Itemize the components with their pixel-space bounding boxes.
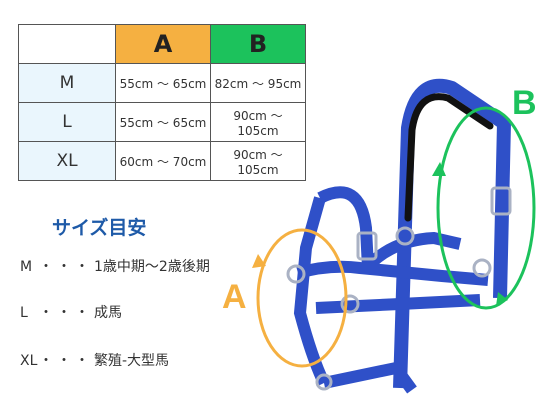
label-b: B — [512, 84, 537, 122]
size-table: A B M 55cm 〜 65cm 82cm 〜 95cm L 55cm 〜 6… — [18, 24, 306, 181]
size-label-xl: XL — [18, 141, 116, 181]
halter-side-strap — [293, 196, 330, 386]
column-header-a: A — [115, 24, 211, 64]
size-label-l: L — [18, 102, 116, 142]
halter-nose-band — [296, 260, 489, 286]
halter-chin-strap — [322, 361, 417, 394]
buckle — [490, 186, 512, 216]
buckle — [356, 231, 378, 261]
guide-size-label: XL — [20, 353, 38, 369]
guide-description: 繁殖-大型馬 — [94, 353, 170, 369]
halter-throat-strap — [361, 231, 462, 273]
size-label-m: M — [18, 63, 116, 103]
crown-padding — [404, 93, 494, 222]
measure-loop-b — [436, 106, 536, 310]
guide-size-label: M — [20, 259, 33, 275]
halter-diagram: A B — [222, 78, 537, 394]
measure-loop-a — [256, 228, 348, 368]
guide-item-m: M ・・・1歳中期〜2歳後期 — [20, 256, 210, 276]
table-row: M 55cm 〜 65cm 82cm 〜 95cm — [18, 63, 306, 103]
guide-size-label: L — [20, 305, 28, 321]
guide-description: 1歳中期〜2歳後期 — [94, 259, 210, 275]
arrow-a-icon — [252, 254, 266, 268]
guide-item-l: L ・・・成馬 — [20, 302, 122, 322]
guide-description: 成馬 — [94, 305, 122, 321]
guide-dots: ・・・ — [39, 353, 93, 369]
table-row: XL 60cm 〜 70cm 90cm 〜 105cm — [18, 141, 306, 181]
size-l-b-range: 90cm 〜 105cm — [210, 102, 306, 142]
size-m-a-range: 55cm 〜 65cm — [115, 63, 211, 103]
guide-dots: ・・・ — [39, 305, 93, 321]
arrow-b-icon — [432, 162, 446, 176]
column-header-b: B — [210, 24, 306, 64]
halter-crown-strap — [393, 78, 511, 389]
arrow-b-icon — [496, 292, 508, 306]
size-guide-title: サイズ目安 — [52, 217, 147, 239]
table-corner-cell — [18, 24, 116, 64]
size-xl-a-range: 60cm 〜 70cm — [115, 141, 211, 181]
table-header-row: A B — [18, 24, 306, 64]
ring — [315, 373, 333, 391]
ring — [472, 258, 492, 278]
size-m-b-range: 82cm 〜 95cm — [210, 63, 306, 103]
table-row: L 55cm 〜 65cm 90cm 〜 105cm — [18, 102, 306, 142]
guide-item-xl: XL・・・繁殖-大型馬 — [20, 350, 169, 370]
halter-cheek-strap — [317, 186, 374, 269]
ring — [395, 226, 415, 246]
size-l-a-range: 55cm 〜 65cm — [115, 102, 211, 142]
label-a: A — [222, 278, 247, 316]
ring — [286, 264, 306, 284]
guide-dots: ・・・ — [39, 259, 93, 275]
size-xl-b-range: 90cm 〜 105cm — [210, 141, 306, 181]
ring — [340, 294, 360, 314]
